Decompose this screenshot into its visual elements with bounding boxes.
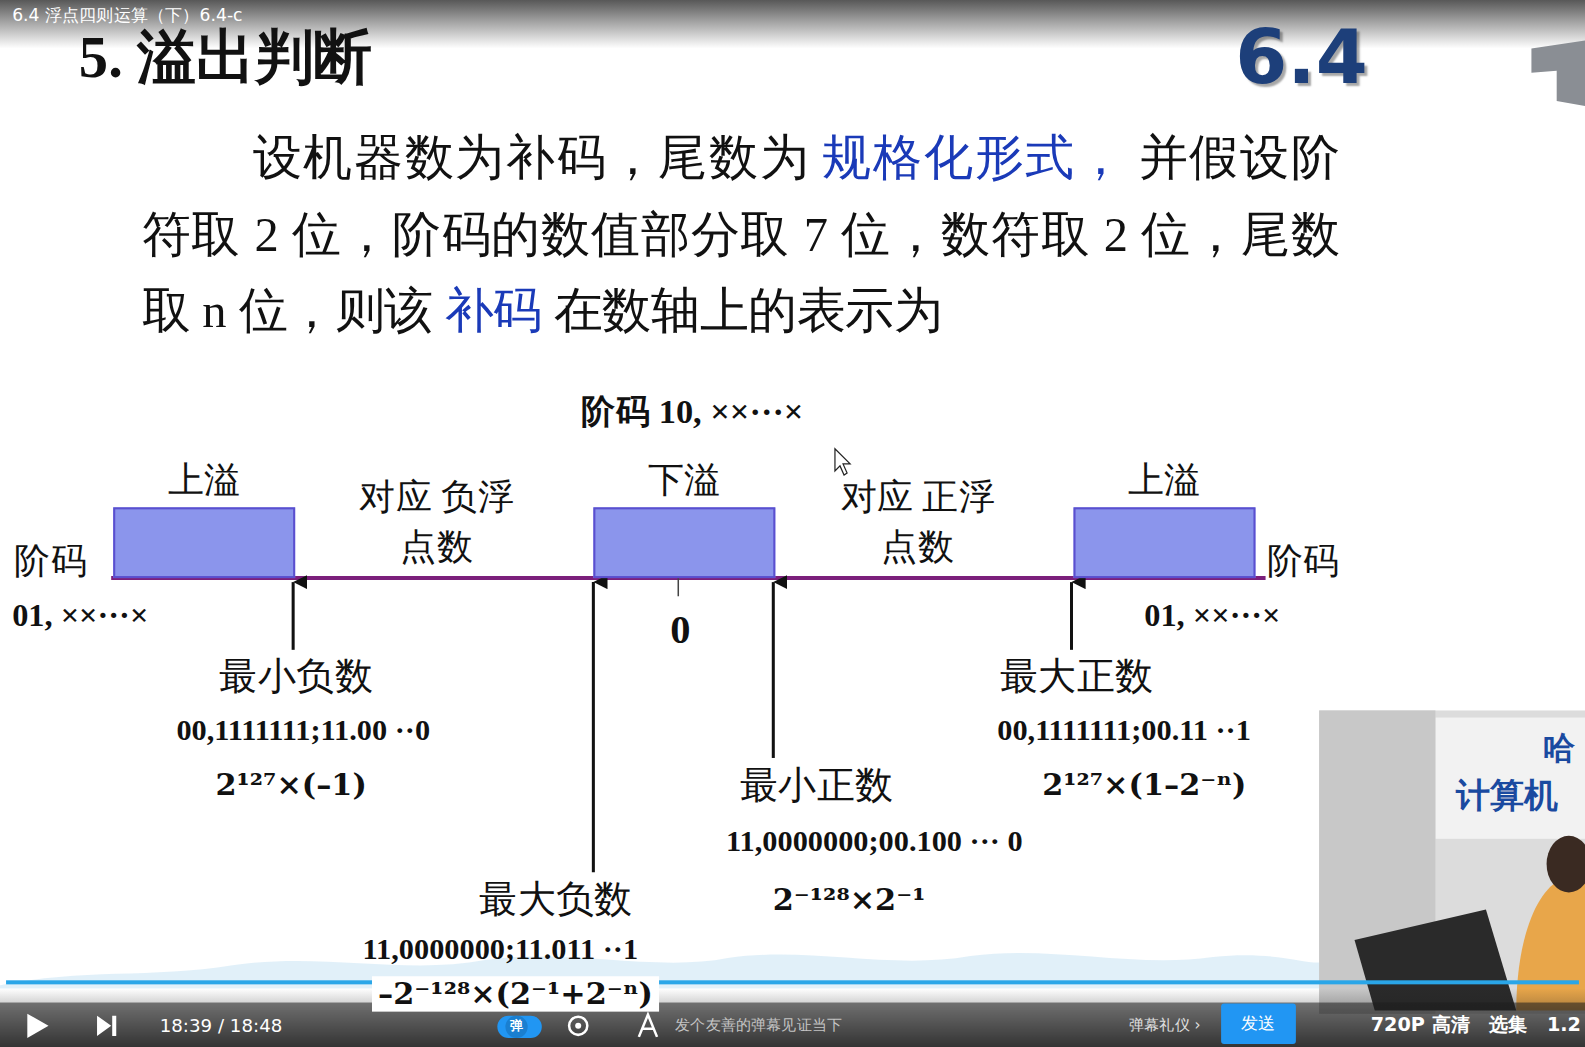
- zero-label: 0: [670, 606, 690, 652]
- range-label: 对应 负浮点数: [353, 473, 520, 571]
- font-icon: [639, 1015, 657, 1037]
- danmaku-placeholder: 发个友善的弹幕见证当下: [675, 1017, 842, 1034]
- mouse-cursor: [835, 449, 850, 475]
- quality-button: 720P 高清: [1371, 1014, 1470, 1036]
- episodes-button: 选集: [1489, 1014, 1527, 1036]
- point-name: 最大负数: [479, 877, 633, 921]
- webcam-head: [1547, 836, 1585, 893]
- overflow-band: 上溢: [1074, 507, 1256, 578]
- highlight-text: 规格化形式，: [822, 130, 1126, 184]
- value-formula: 2¹²⁷×(1–2⁻ⁿ): [1042, 768, 1246, 803]
- machine-code: 00,1111111;11.00 ··0: [176, 712, 430, 747]
- point-name: 最大正数: [1000, 655, 1154, 699]
- leader-arrow: [772, 582, 775, 758]
- danmaku-toggle: [497, 1016, 541, 1038]
- axis-end-label: 阶码: [1267, 541, 1340, 583]
- settings-icon: [569, 1017, 587, 1035]
- machine-code: 00,1111111;00.11 ··1: [997, 712, 1251, 747]
- player-shade: [0, 988, 1585, 1047]
- leader-arrow: [292, 582, 295, 650]
- paragraph-text: 在数轴上的表示为: [554, 284, 942, 338]
- intro-paragraph: 设机器数为补码，尾数为规格化形式，并假设阶符取 2 位，阶码的数值部分取 7 位…: [142, 119, 1340, 349]
- point-name: 最小正数: [740, 764, 894, 808]
- axis-end-code: 01, ××···×: [1144, 596, 1280, 633]
- band-heading: 上溢: [1128, 459, 1201, 501]
- exponent-note: 阶码 10, ××···×: [581, 392, 803, 432]
- band-heading: 上溢: [168, 459, 241, 501]
- video-title: 6.4 浮点四则运算（下）6.4-c: [12, 6, 242, 26]
- section-number: 6.4: [1235, 14, 1368, 100]
- machine-code: 11,0000000;11.011 ··1: [363, 932, 639, 967]
- play-icon: [27, 1014, 48, 1038]
- leader-arrow: [592, 582, 595, 872]
- webcam-frame: [1319, 710, 1585, 1013]
- axis-end-label: 阶码: [14, 541, 87, 583]
- overflow-band: 上溢: [113, 507, 295, 578]
- danmaku-label: 弹: [510, 1019, 523, 1034]
- slide-title: 5. 溢出判断: [79, 24, 372, 91]
- machine-code: 11,0000000;00.100 ··· 0: [726, 824, 1023, 859]
- leader-arrow: [1070, 582, 1073, 650]
- send-button: [1221, 1004, 1296, 1044]
- webcam-sign: 计算机: [1456, 776, 1559, 816]
- settings-icon: [575, 1023, 581, 1029]
- range-label: 对应 正浮点数: [834, 473, 1001, 571]
- webcam-board: [1435, 718, 1585, 839]
- speed-button: 1.2: [1547, 1014, 1581, 1036]
- band-heading: 下溢: [648, 459, 721, 501]
- next-icon: [97, 1016, 116, 1036]
- value-formula: –2⁻¹²⁸×(2⁻¹+2⁻ⁿ): [372, 976, 659, 1011]
- paragraph-text: 设机器数为补码，尾数为: [253, 130, 811, 184]
- player-bar: [0, 1003, 1585, 1047]
- value-formula: 2¹²⁷×(–1): [215, 768, 366, 803]
- value-formula: 2⁻¹²⁸×2⁻¹: [773, 882, 926, 917]
- danmaku-etiquette: 弹幕礼仪 ›: [1129, 1017, 1201, 1034]
- overflow-band: 下溢: [593, 507, 775, 578]
- time-display: 18:39 / 18:48: [160, 1016, 283, 1037]
- logo-shape: [1531, 40, 1585, 106]
- point-name: 最小负数: [219, 655, 373, 699]
- axis-end-code: 01, ××···×: [12, 596, 148, 633]
- highlight-text: 补码: [445, 284, 542, 338]
- send-label: 发送: [1241, 1014, 1275, 1034]
- danmaku-knob: [505, 1016, 527, 1038]
- progress-bar: [6, 980, 1579, 984]
- webcam-sign: 哈: [1543, 730, 1575, 767]
